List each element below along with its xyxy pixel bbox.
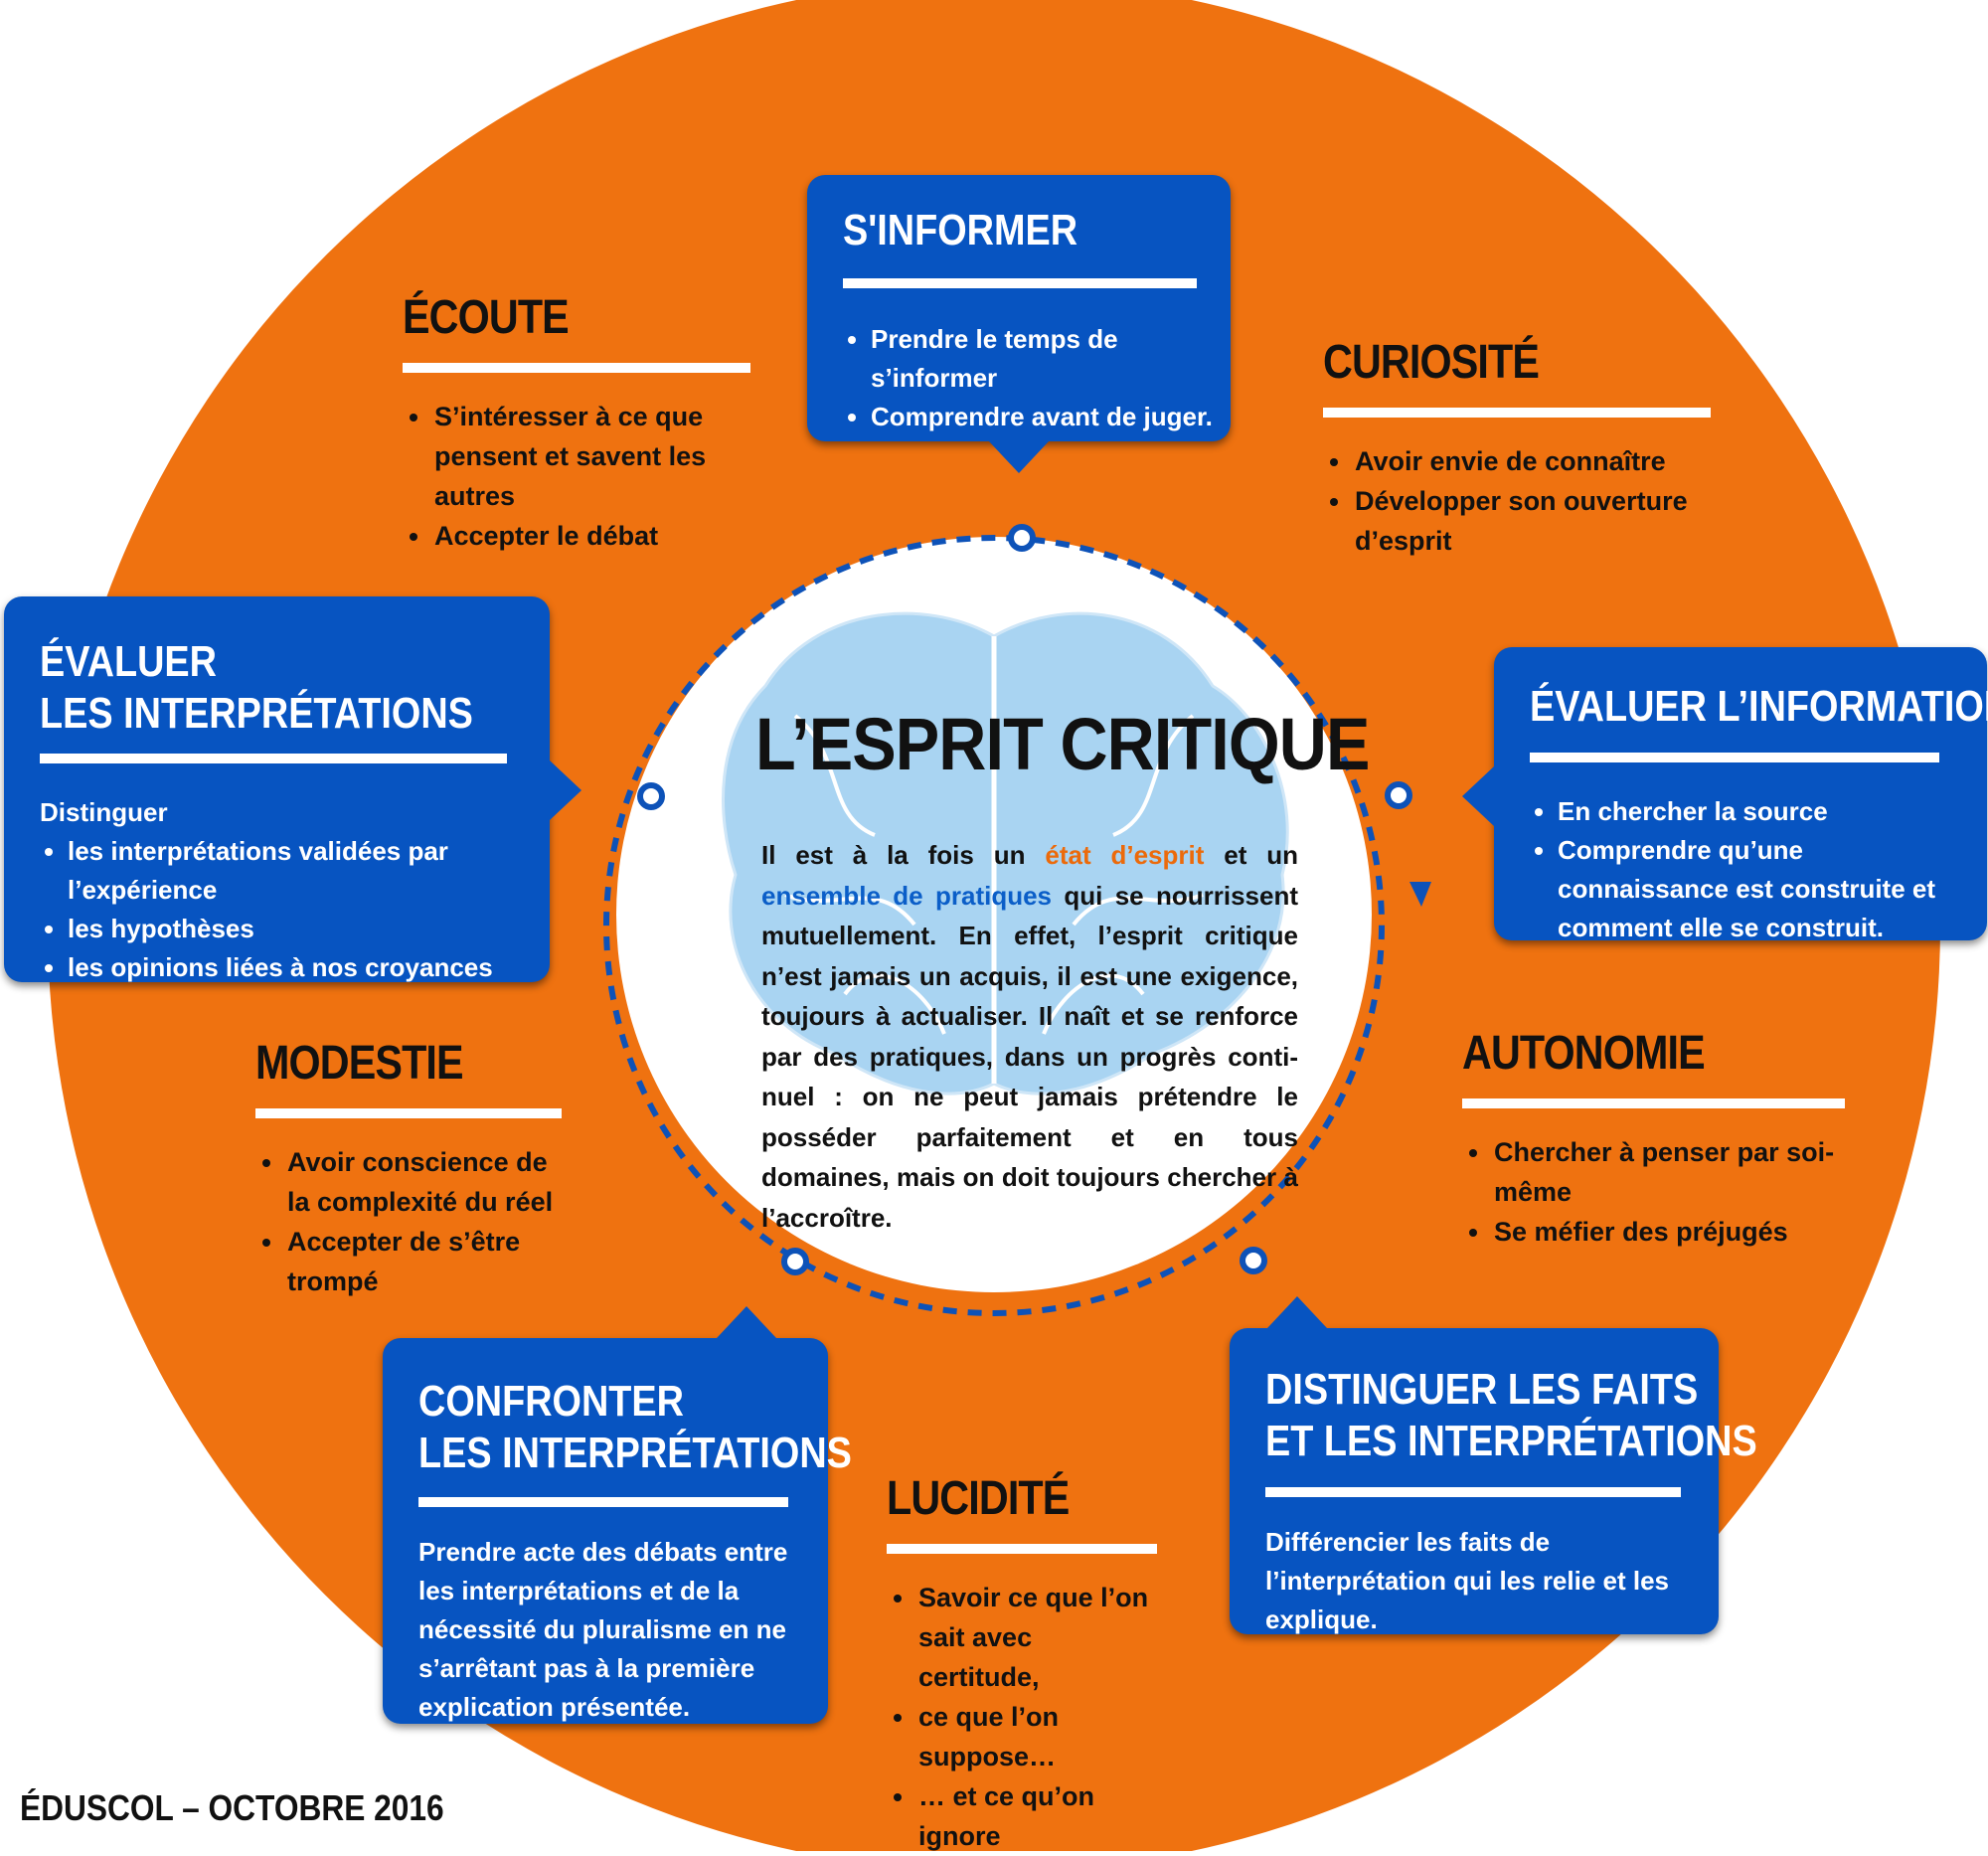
list-item: Avoir envie de connaître [1353, 441, 1711, 481]
practice-evaluer-information: ÉVALUER L’INFORMATION En chercher la sou… [1462, 647, 1988, 942]
cycle-nodes [637, 524, 1412, 1275]
practice-intro: Distinguer [40, 797, 168, 827]
practice-title: ÉVALUER L’INFORMATION [1530, 682, 1988, 731]
practice-title-line1: ÉVALUER [40, 637, 218, 686]
callout-pointer [550, 760, 581, 820]
practice-title-line2: ET LES INTERPRÉTATIONS [1265, 1417, 1757, 1465]
brain-icon [722, 611, 1289, 1096]
list-item: les opinions liées à nos croyances [68, 948, 537, 987]
practice-title: S'INFORMER [843, 206, 1078, 254]
practice-list: En chercher la source Comprendre qu’une … [1530, 792, 1967, 947]
quality-lucidite: LUCIDITÉ Savoir ce que l’on sait avec ce… [887, 1471, 1157, 1856]
list-item: Prendre le temps de s’informer [871, 320, 1221, 398]
quality-list: Avoir envie de connaître Développer son … [1323, 441, 1711, 561]
list-item: Accepter de s’être trompé [285, 1222, 562, 1301]
list-item: les hypothèses [68, 910, 537, 948]
practice-title-line2: LES INTERPRÉTATIONS [418, 1429, 852, 1477]
center-text-part2: et un [1204, 840, 1298, 870]
quality-title: MODESTIE [255, 1037, 464, 1090]
practice-title-line1: DISTINGUER LES FAITS [1265, 1365, 1699, 1414]
divider [403, 363, 750, 373]
footer-credit: ÉDUSCOL – OCTOBRE 2016 [20, 1787, 444, 1828]
practice-distinguer: DISTINGUER LES FAITS ET LES INTERPRÉTATI… [1230, 1296, 1757, 1634]
cycle-node [1008, 524, 1036, 552]
quality-title: LUCIDITÉ [887, 1472, 1070, 1525]
list-item: Chercher à penser par soi-même [1492, 1132, 1845, 1212]
list-item: … et ce qu’on ignore [916, 1776, 1157, 1856]
quality-title: CURIOSITÉ [1323, 336, 1540, 389]
quality-curiosite: CURIOSITÉ Avoir envie de connaître Dével… [1323, 335, 1711, 561]
list-item: S’intéresser à ce que pensent et savent … [432, 397, 750, 516]
list-item: En chercher la source [1558, 792, 1967, 831]
quality-modestie: MODESTIE Avoir conscience de la complexi… [255, 1036, 562, 1301]
callout-pointer [717, 1306, 776, 1338]
list-item: Accepter le débat [432, 516, 750, 556]
quality-list: Avoir conscience de la complexité du rée… [255, 1142, 562, 1301]
practice-content: Distinguer les interprétations validées … [40, 793, 537, 987]
practice-list: les interprétations validées par l’expér… [40, 832, 537, 987]
practice-list: Prendre le temps de s’informer Comprendr… [843, 320, 1221, 436]
practice-title-line2: LES INTERPRÉTATIONS [40, 689, 473, 738]
cycle-node [781, 1248, 809, 1275]
list-item: Savoir ce que l’on sait avec certitude, [916, 1578, 1157, 1697]
divider [1530, 753, 1939, 762]
callout-pointer [1267, 1296, 1327, 1328]
cycle-node [637, 782, 665, 810]
divider [255, 1108, 562, 1118]
divider [887, 1544, 1157, 1554]
practice-title-line1: CONFRONTER [418, 1377, 684, 1426]
quality-list: Chercher à penser par soi-même Se méfier… [1462, 1132, 1845, 1252]
practice-confronter: CONFRONTER LES INTERPRÉTATIONS Prendre a… [383, 1306, 852, 1727]
center-description: Il est à la fois un état d’esprit et un … [761, 835, 1298, 1238]
callout-pointer [989, 441, 1049, 473]
dashed-cycle-path [603, 535, 1385, 1316]
practice-content: Différencier les faits de l’interprétati… [1265, 1523, 1683, 1639]
practice-text: Différencier les faits de l’interprétati… [1265, 1527, 1670, 1634]
practice-sinformer: S'INFORMER Prendre le temps de s’informe… [807, 175, 1231, 473]
quality-ecoute: ÉCOUTE S’intéresser à ce que pensent et … [403, 290, 750, 556]
divider [843, 278, 1197, 288]
quality-autonomie: AUTONOMIE Chercher à penser par soi-même… [1462, 1026, 1845, 1252]
practice-content: En chercher la source Comprendre qu’une … [1530, 792, 1967, 947]
divider [418, 1497, 788, 1507]
cycle-node [1240, 1247, 1267, 1274]
quality-title: ÉCOUTE [403, 291, 570, 344]
list-item: Comprendre avant de juger. [871, 398, 1221, 436]
cycle-arrow-icon [1409, 882, 1431, 907]
center-text-part1: Il est à la fois un [761, 840, 1046, 870]
list-item: Comprendre qu’une connaissance est const… [1558, 831, 1967, 947]
quality-title: AUTONOMIE [1462, 1027, 1706, 1080]
practice-evaluer-interpretations: ÉVALUER LES INTERPRÉTATIONS Distinguer l… [4, 596, 581, 982]
cycle-node [1385, 781, 1412, 809]
center-text-part3: qui se nourrissent mutuellement. En effe… [761, 880, 1298, 1233]
callout-pointer [1462, 766, 1494, 826]
highlight-etat-desprit: état d’esprit [1045, 840, 1205, 870]
divider [40, 754, 507, 763]
practice-content: Prendre le temps de s’informer Comprendr… [843, 320, 1221, 436]
list-item: Développer son ouverture d’esprit [1353, 481, 1711, 561]
highlight-ensemble-pratiques: ensemble de pratiques [761, 880, 1053, 911]
divider [1265, 1487, 1681, 1497]
practice-content: Prendre acte des débats entre les interp… [418, 1533, 796, 1727]
quality-list: S’intéresser à ce que pensent et savent … [403, 397, 750, 556]
center-title: L’ESPRIT CRITIQUE [755, 703, 1370, 785]
divider [1323, 408, 1711, 418]
list-item: Se méfier des préjugés [1492, 1212, 1845, 1252]
practice-text: Prendre acte des débats entre les interp… [418, 1537, 788, 1722]
list-item: ce que l’on suppose… [916, 1697, 1157, 1776]
list-item: Avoir conscience de la complexité du rée… [285, 1142, 562, 1222]
quality-list: Savoir ce que l’on sait avec certitude, … [887, 1578, 1157, 1856]
list-item: les interprétations validées par l’expér… [68, 832, 537, 910]
divider [1462, 1098, 1845, 1108]
